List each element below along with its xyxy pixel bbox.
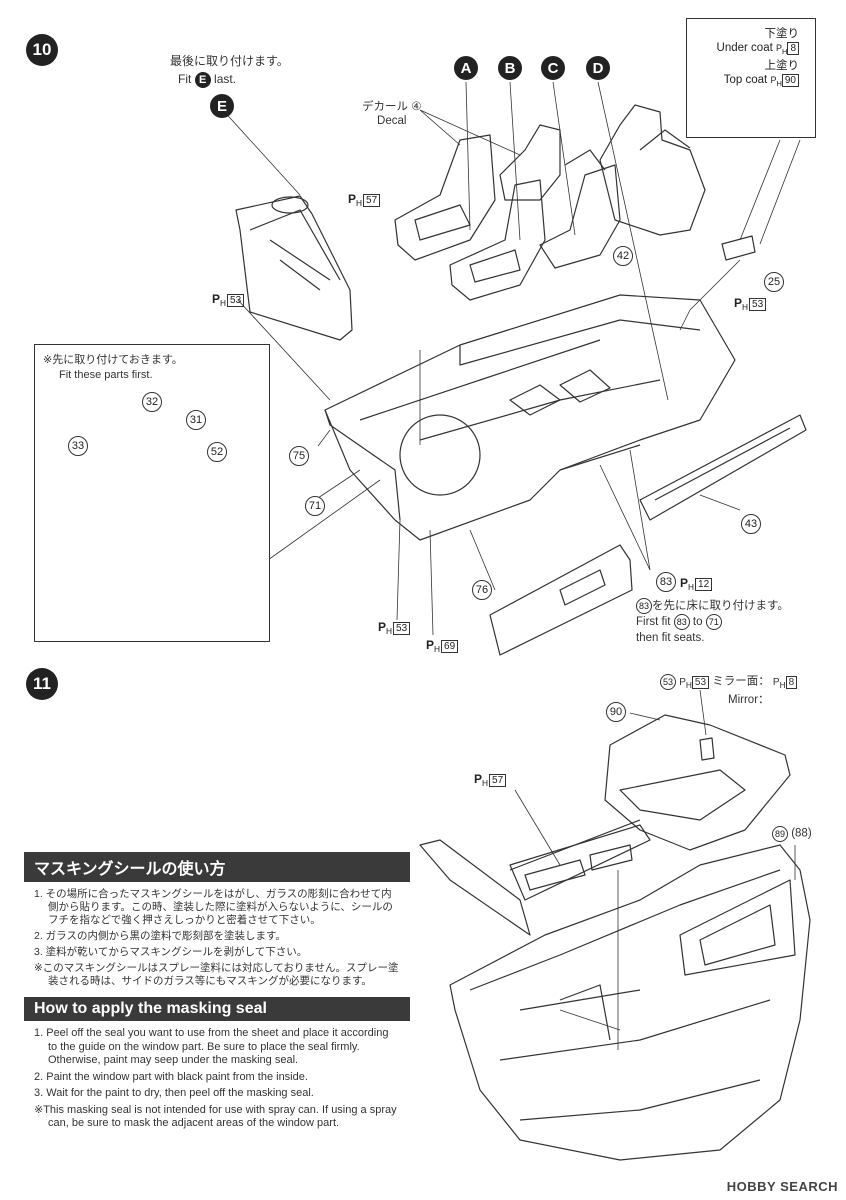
masking-en-list: 1. Peel off the seal you want to use fro… <box>24 1021 410 1140</box>
part-number: 71 <box>305 496 325 516</box>
paint-code-53: 53 <box>691 675 710 689</box>
fit-last-jp: 最後に取り付けます。 <box>170 54 289 68</box>
first-fit-en-mid: to <box>692 616 703 628</box>
fit-last-note: 最後に取り付けます。 Fit E last. <box>170 54 289 88</box>
masking-en-title: How to apply the masking seal <box>24 997 410 1021</box>
decal-note: デカール ④ Decal <box>362 100 422 128</box>
under-coat-code: 8 <box>787 42 799 55</box>
masking-jp-item: 3. 塗料が乾いてからマスキングシールを剥がして下さい。 <box>34 946 308 958</box>
masking-en-item: 1. Peel off the seal you want to use fro… <box>34 1027 389 1066</box>
label-b-badge: B <box>498 56 522 80</box>
part-number: 42 <box>613 246 633 266</box>
inset-note-en: Fit these parts first. <box>59 369 153 381</box>
masking-jp-item: 1. その場所に合ったマスキングシールをはがし、ガラスの彫刻に合わせて内側から貼… <box>34 888 393 926</box>
side-panel-part-43 <box>639 414 807 521</box>
part-number: 25 <box>764 272 784 292</box>
masking-seal-panel: マスキングシールの使い方 1. その場所に合ったマスキングシールをはがし、ガラス… <box>24 852 410 1140</box>
mirror-en: Mirror： <box>728 693 770 706</box>
floor-tub-part-42 <box>324 294 736 541</box>
upper-part-90 <box>509 714 791 871</box>
paint-code: 53 <box>227 294 245 307</box>
masking-jp-list: 1. その場所に合ったマスキングシールをはがし、ガラスの彫刻に合わせて内側から貼… <box>24 882 410 997</box>
part-88-num: (88) <box>791 827 812 840</box>
dashboard-tray <box>419 824 651 936</box>
first-fit-en-b: 71 <box>705 614 722 630</box>
label-e-badge: E <box>210 94 234 118</box>
pre-fit-inset: ※先に取り付けておきます。 Fit these parts first. <box>34 344 270 642</box>
paint-code: 57 <box>489 774 507 787</box>
part-53-num: 53 <box>660 674 676 690</box>
part-number: 75 <box>289 446 309 466</box>
masking-en-item: ※This masking seal is not intended for u… <box>34 1103 397 1130</box>
fit-last-en: Fit E last. <box>170 72 289 88</box>
decal-jp: デカール <box>362 101 408 113</box>
first-fit-en-line2: then fit seats. <box>636 632 705 644</box>
under-coat-jp: 下塗り <box>764 28 800 40</box>
part-89-88-label: 89 (88) <box>772 826 812 842</box>
first-fit-jp-num: 83 <box>636 598 652 614</box>
side-panel-part-76 <box>489 544 633 656</box>
part-number: 43 <box>741 514 761 534</box>
part-number: 32 <box>142 392 162 412</box>
masking-jp-item: ※このマスキングシールはスプレー塗料には対応しておりません。スプレー塗装される時… <box>34 962 399 987</box>
paint-code: 12 <box>695 578 713 591</box>
masking-jp-item: 2. ガラスの内側から黒の塗料で彫刻部を塗装します。 <box>34 930 286 942</box>
paint-code: 53 <box>393 622 411 635</box>
fit-last-en-prefix: Fit <box>178 72 192 87</box>
fit-last-letter-badge: E <box>194 72 211 88</box>
inset-note: ※先に取り付けておきます。 Fit these parts first. <box>43 353 183 383</box>
mirror-code: 8 <box>785 675 798 689</box>
part-number: 33 <box>68 436 88 456</box>
part-number: 90 <box>606 702 626 722</box>
paint-code: 57 <box>363 194 381 207</box>
top-coat-jp: 上塗り <box>764 59 800 72</box>
masking-en-item: 2. Paint the window part with black pain… <box>34 1070 308 1083</box>
first-fit-en-prefix: First fit <box>636 616 671 628</box>
paint-code: 69 <box>441 640 459 653</box>
part-number: 76 <box>472 580 492 600</box>
first-fit-en-a: 83 <box>673 614 690 630</box>
part-number: 52 <box>207 442 227 462</box>
part-number: 83 <box>656 572 676 592</box>
body-shell <box>449 844 811 1161</box>
decal-en: Decal <box>377 115 407 127</box>
top-coat-code: 90 <box>781 73 799 87</box>
paint-code: 53 <box>749 298 767 311</box>
fit-last-en-suffix: last. <box>214 72 237 87</box>
top-coat-en: Top coat <box>723 73 768 86</box>
dashboard-part-e <box>235 195 353 341</box>
seat-group <box>394 104 706 301</box>
part-89-num: 89 <box>772 826 788 842</box>
inset-note-jp: ※先に取り付けておきます。 <box>43 354 183 366</box>
part-number: 31 <box>186 410 206 430</box>
label-c-badge: C <box>541 56 565 80</box>
step-10-badge: 10 <box>26 34 58 66</box>
mirror-jp: ミラー面： <box>712 675 770 688</box>
label-a-badge: A <box>454 56 478 80</box>
under-coat-en: Under coat <box>716 42 773 54</box>
masking-en-item: 3. Wait for the paint to dry, then peel … <box>34 1087 314 1099</box>
watermark: HOBBY SEARCH <box>726 1179 838 1194</box>
first-fit-jp-text: を先に床に取り付けます。 <box>652 600 789 612</box>
label-d-badge: D <box>586 56 610 80</box>
masking-jp-title: マスキングシールの使い方 <box>24 852 410 882</box>
step-11-badge: 11 <box>26 668 58 700</box>
decal-num: ④ <box>411 101 422 113</box>
